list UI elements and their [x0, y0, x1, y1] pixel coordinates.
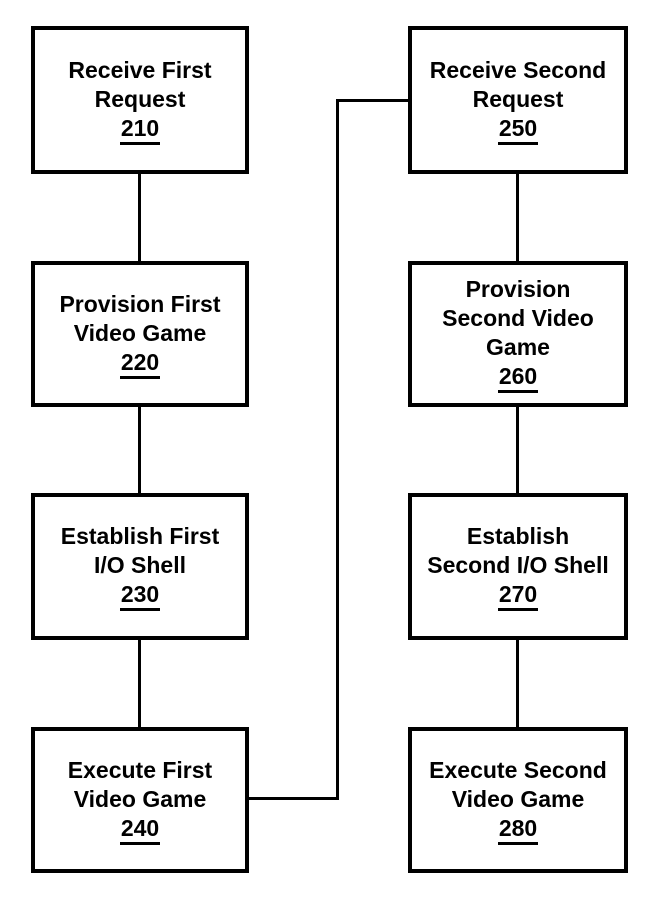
- box-label-line: I/O Shell: [93, 552, 187, 578]
- box-ref-line: 250: [497, 114, 539, 145]
- box-label-line: Receive First: [68, 56, 212, 83]
- box-ref-number: 250: [497, 115, 539, 145]
- flow-box-240: Execute First Video Game 240: [31, 727, 249, 873]
- box-ref-line: 260: [497, 362, 539, 393]
- connector-250-260: [516, 174, 519, 261]
- box-label-line: Second I/O Shell: [427, 552, 609, 578]
- box-label-line: Request: [472, 85, 564, 112]
- box-ref-number: 260: [497, 363, 539, 393]
- connector-230-240: [138, 640, 141, 727]
- flow-box-210: Receive First Request 210: [31, 26, 249, 174]
- box-label-line: Second Video: [442, 305, 594, 331]
- box-label-line: Execute First: [67, 756, 213, 783]
- box-ref-number: 210: [119, 115, 161, 145]
- flow-box-280: Execute Second Video Game 280: [408, 727, 628, 873]
- box-ref-number: 280: [497, 815, 539, 845]
- box-label-line: Game: [486, 334, 550, 360]
- box-label-line: Video Game: [451, 785, 585, 812]
- flow-box-260: Provision Second Video Game 260: [408, 261, 628, 407]
- flow-box-270: Establish Second I/O Shell 270: [408, 493, 628, 640]
- connector-270-280: [516, 640, 519, 727]
- box-label-line: Establish: [466, 523, 570, 549]
- box-label-line: Provision First: [59, 290, 221, 317]
- flow-box-220: Provision First Video Game 220: [31, 261, 249, 407]
- box-ref-number: 240: [119, 815, 161, 845]
- connector-210-220: [138, 174, 141, 261]
- connector-240-250-horizontal-bottom: [249, 797, 339, 800]
- connector-260-270: [516, 407, 519, 493]
- connector-240-250-vertical: [336, 99, 339, 800]
- box-label-line: Execute Second: [429, 756, 607, 783]
- box-ref-line: 280: [497, 814, 539, 845]
- box-label-line: Provision: [465, 276, 571, 302]
- box-label-line: Establish First: [60, 523, 220, 549]
- flow-box-250: Receive Second Request 250: [408, 26, 628, 174]
- box-label-line: Video Game: [73, 319, 207, 346]
- box-ref-line: 230: [119, 580, 161, 611]
- box-ref-number: 270: [497, 581, 539, 611]
- box-ref-number: 220: [119, 349, 161, 379]
- box-ref-line: 210: [119, 114, 161, 145]
- box-ref-line: 270: [497, 580, 539, 611]
- box-label-line: Receive Second: [429, 56, 607, 83]
- box-ref-line: 240: [119, 814, 161, 845]
- box-ref-number: 230: [119, 581, 161, 611]
- box-ref-line: 220: [119, 348, 161, 379]
- connector-220-230: [138, 407, 141, 493]
- box-label-line: Video Game: [73, 785, 207, 812]
- connector-240-250-horizontal-top: [336, 99, 408, 102]
- flow-box-230: Establish First I/O Shell 230: [31, 493, 249, 640]
- box-label-line: Request: [94, 85, 186, 112]
